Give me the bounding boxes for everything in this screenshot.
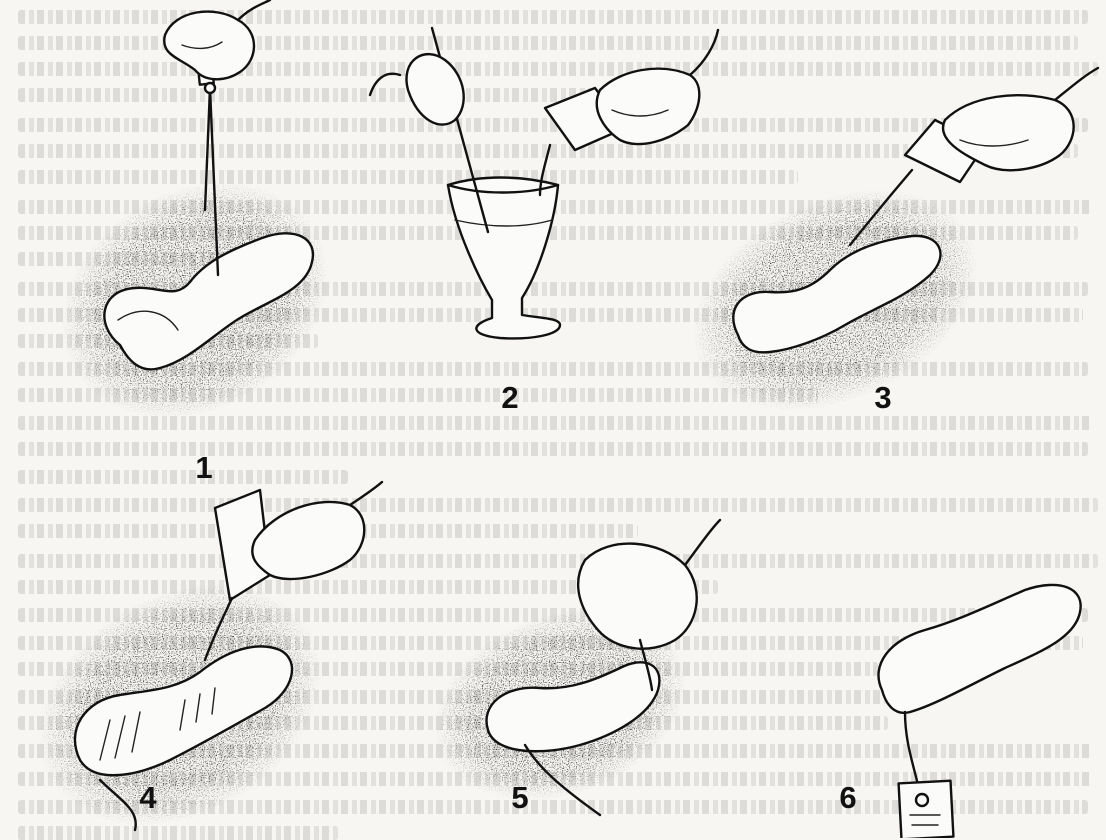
tag-icon — [899, 781, 954, 838]
label-string — [905, 712, 918, 785]
plaster-cast-outline — [879, 585, 1081, 713]
scene-1-tracing — [19, 0, 371, 465]
glass-icon — [448, 178, 560, 339]
hand-2-right-icon — [597, 30, 718, 144]
scene-4-second-layer — [0, 482, 382, 838]
scene-2-mixing — [370, 28, 718, 338]
hand-2-left-icon — [370, 54, 464, 124]
scene-6-labelled-cast — [879, 585, 1081, 838]
hand-3-icon — [943, 68, 1098, 170]
hand-4-icon — [252, 482, 382, 579]
scene-5-reinforcing — [407, 520, 720, 834]
step-number-1: 1 — [195, 450, 212, 485]
step-number-3: 3 — [874, 380, 891, 415]
hand-1-icon — [164, 0, 270, 79]
step-number-4: 4 — [139, 780, 157, 815]
step-number-5: 5 — [511, 780, 528, 815]
step-number-2: 2 — [501, 380, 518, 415]
step-number-6: 6 — [839, 780, 856, 815]
